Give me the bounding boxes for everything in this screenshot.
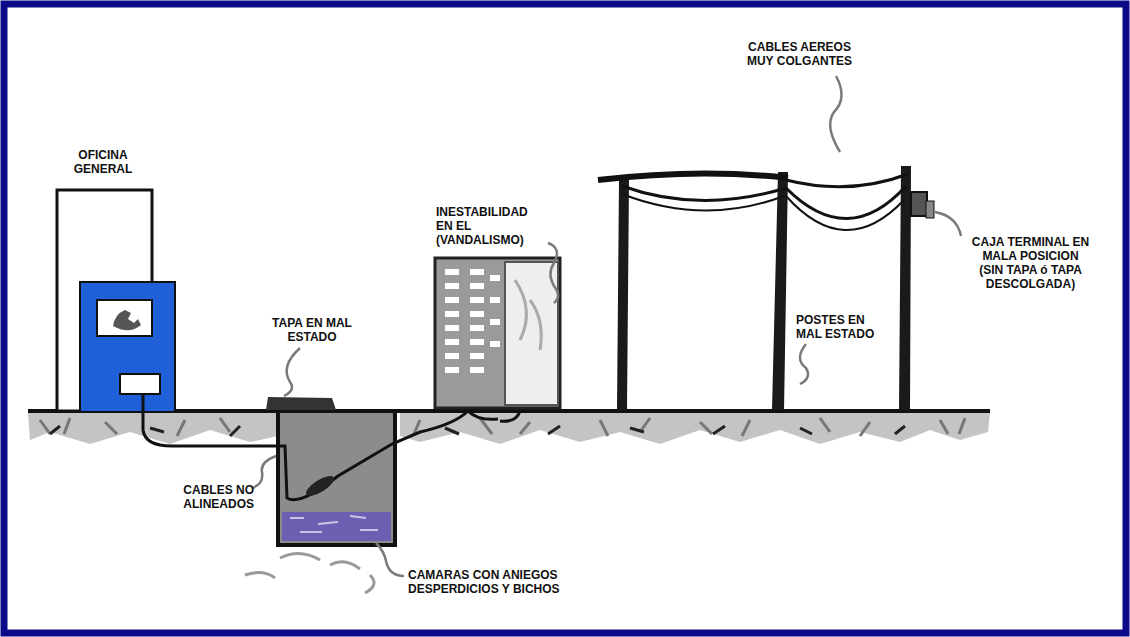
cabinet-door [505, 262, 558, 405]
callout-label: CAJA TERMINAL EN MALA POSICION (SIN TAPA… [970, 235, 1091, 291]
leader-line [935, 212, 961, 236]
aerial-cable [598, 173, 788, 180]
chamber-water [282, 512, 391, 541]
callout-label: TAPA EN MAL ESTADO [268, 316, 356, 344]
callout-label: OFICINA GENERAL [63, 148, 143, 176]
pole [772, 172, 788, 410]
callout-label: CABLES AEREOS MUY COLGANTES [742, 40, 857, 68]
aerial-cable [786, 174, 908, 187]
callout-label: CABLES NO ALINEADOS [168, 483, 254, 511]
aerial-cable [622, 194, 784, 211]
callout-label: POSTES EN MAL ESTADO [796, 313, 886, 341]
leader-line [800, 344, 808, 384]
frame-border [4, 4, 1126, 633]
cabinet-slot [120, 374, 160, 394]
terminal-box [911, 192, 927, 216]
phone-symbol [113, 310, 141, 330]
leader-line [830, 76, 841, 152]
callout-label: INESTABILIDAD EN EL (VANDALISMO) [436, 205, 536, 247]
cabinet-slots [445, 272, 500, 370]
manhole-lid [266, 397, 336, 410]
cabinet-cable [468, 411, 520, 421]
leader-line [284, 348, 300, 396]
door-marks [515, 280, 541, 350]
ground-hatch [50, 426, 905, 436]
cable-splice [303, 472, 336, 499]
terminal-lid [926, 201, 934, 218]
leader-line [376, 543, 404, 576]
soil-marks [245, 553, 374, 593]
office-cabinet [80, 282, 175, 412]
callout-label: CAMARAS CON ANIEGOS DESPERDICIOS Y BICHO… [408, 568, 573, 596]
aerial-cable [622, 186, 786, 201]
leader-line [252, 456, 276, 488]
aerial-cable [786, 196, 904, 230]
chamber-debris [290, 516, 378, 532]
leader-lines [252, 76, 961, 576]
ground-texture [28, 412, 990, 444]
leader-line [548, 243, 558, 303]
cabinet-panel [97, 300, 152, 336]
pole [617, 180, 629, 410]
distribution-cabinet [435, 258, 560, 408]
